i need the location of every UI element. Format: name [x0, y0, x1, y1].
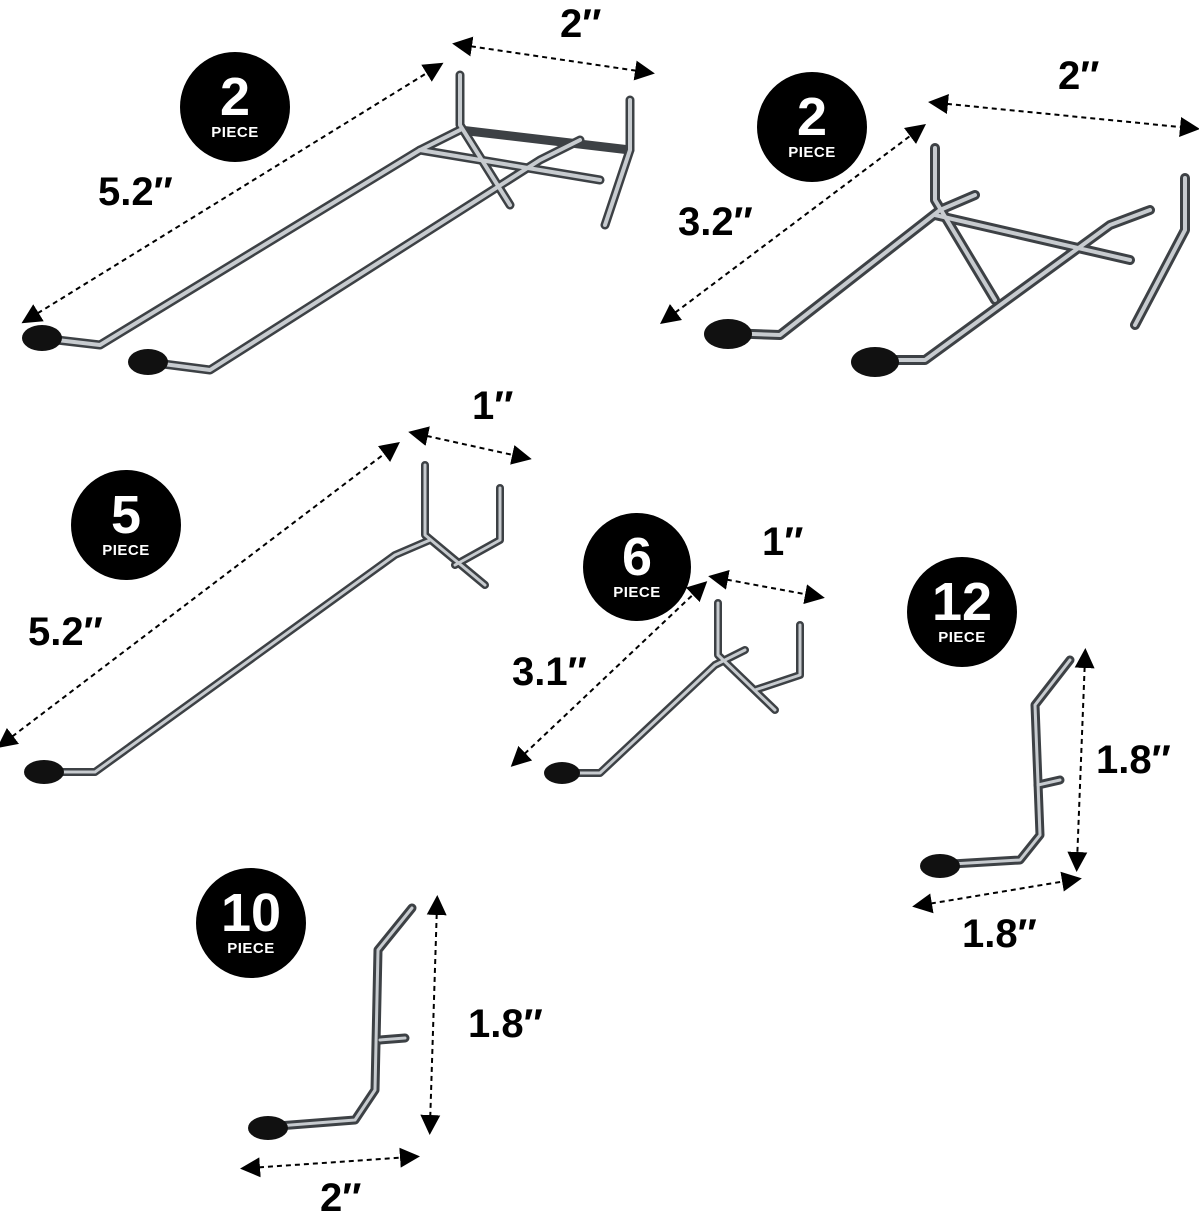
height-dimension-line: [1067, 648, 1095, 872]
length-dimension-line: [0, 441, 400, 749]
quantity-number: 5: [110, 485, 142, 545]
quantity-badge: 2 PIECE: [757, 72, 867, 182]
rubber-tip: [920, 854, 960, 878]
width-dimension-line: [240, 1147, 420, 1178]
quantity-unit: PIECE: [227, 940, 275, 957]
rubber-tip: [544, 762, 580, 784]
l-hook-10: [248, 903, 417, 1140]
rubber-tip: [22, 325, 62, 351]
quantity-number: 12: [931, 572, 993, 632]
quantity-badge: 12 PIECE: [907, 557, 1017, 667]
rubber-tip: [704, 319, 752, 349]
double-long-hook: [22, 70, 635, 375]
height-dimension-line: [420, 895, 447, 1135]
length-dimension-line: [21, 62, 444, 324]
width-label: 1.8″: [962, 912, 1037, 956]
height-label: 1.8″: [1096, 738, 1171, 782]
quantity-number: 6: [621, 527, 653, 587]
rubber-tip: [24, 760, 64, 784]
quantity-unit: PIECE: [613, 584, 661, 601]
height-label: 1.8″: [468, 1002, 543, 1046]
length-dimension-line: [660, 123, 926, 325]
width-label: 2″: [1058, 54, 1100, 98]
width-label: 1″: [472, 384, 514, 428]
quantity-badge: 2 PIECE: [180, 52, 290, 162]
width-dimension-line: [708, 569, 825, 605]
quantity-number: 2: [796, 87, 828, 147]
quantity-unit: PIECE: [211, 124, 259, 141]
width-label: 2″: [560, 2, 602, 46]
length-label: 3.2″: [678, 200, 753, 244]
l-hook-12: [920, 655, 1075, 878]
width-dimension-line: [408, 426, 532, 465]
length-label: 3.1″: [512, 650, 587, 694]
length-label: 5.2″: [98, 170, 173, 214]
double-short-hook: [704, 143, 1190, 377]
rubber-tip: [248, 1116, 288, 1140]
quantity-unit: PIECE: [788, 144, 836, 161]
quantity-number: 2: [219, 67, 251, 127]
width-label: 2″: [320, 1176, 362, 1220]
quantity-badge: 5 PIECE: [71, 470, 181, 580]
width-dimension-line: [452, 36, 655, 81]
quantity-unit: PIECE: [102, 542, 150, 559]
quantity-unit: PIECE: [938, 629, 986, 646]
length-label: 5.2″: [28, 610, 103, 654]
width-label: 1″: [762, 520, 804, 564]
quantity-badge: 10 PIECE: [196, 868, 306, 978]
length-dimension-line: [510, 581, 708, 767]
quantity-number: 10: [220, 883, 282, 943]
quantity-badge: 6 PIECE: [583, 513, 691, 621]
width-dimension-line: [912, 871, 1082, 914]
rubber-tip: [851, 347, 899, 377]
width-dimension-line: [928, 94, 1199, 137]
rubber-tip: [128, 349, 168, 375]
